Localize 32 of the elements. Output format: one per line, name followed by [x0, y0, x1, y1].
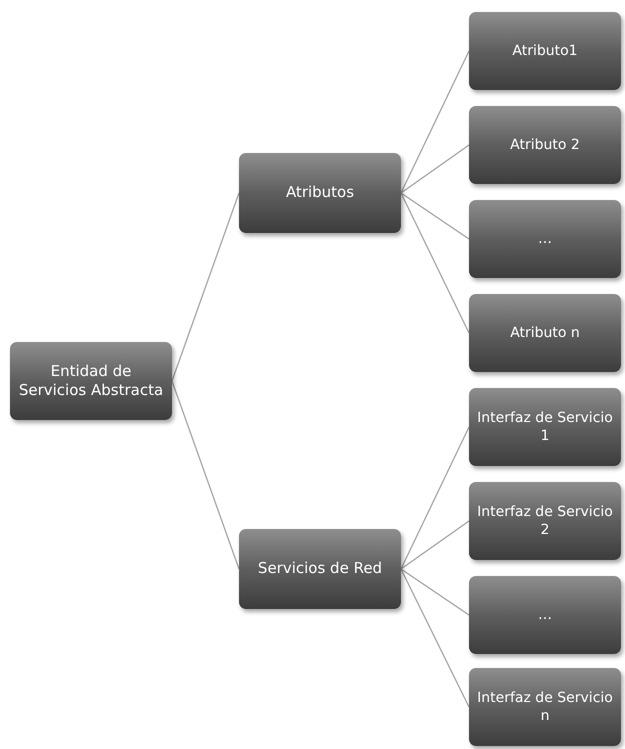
node-label: Entidad de Servicios Abstracta — [18, 362, 164, 400]
node-box — [469, 294, 621, 372]
node-box — [469, 482, 621, 560]
node-box — [239, 153, 401, 233]
connector-line — [400, 192, 470, 334]
connector-line — [171, 380, 240, 570]
node-box — [239, 529, 401, 609]
node-box — [469, 576, 621, 654]
node-label: Interfaz de Servicio 1 — [476, 408, 614, 446]
connector-line — [400, 568, 470, 708]
node-label: Interfaz de Servicio n — [476, 688, 614, 726]
node-label: Atributo n — [510, 324, 580, 342]
connector-line — [400, 520, 470, 570]
node-label: Interfaz de Servicio 2 — [476, 502, 614, 540]
node-box — [469, 12, 621, 90]
node-label: … — [538, 230, 552, 248]
node-box — [469, 668, 621, 746]
node-box — [469, 106, 621, 184]
node-label: … — [538, 606, 552, 624]
node-box — [469, 388, 621, 466]
connector-line — [400, 144, 470, 194]
node-label: Atributo 2 — [510, 136, 580, 154]
node-box — [10, 342, 172, 420]
node-box — [469, 200, 621, 278]
node-label: Atributos — [286, 183, 354, 203]
node-label: Atributo1 — [512, 42, 578, 60]
connector-line — [400, 50, 470, 194]
connector-line — [400, 426, 470, 570]
connector-line — [400, 568, 470, 616]
node-label: Servicios de Red — [258, 559, 382, 579]
connector-line — [400, 192, 470, 240]
connector-line — [171, 192, 240, 382]
